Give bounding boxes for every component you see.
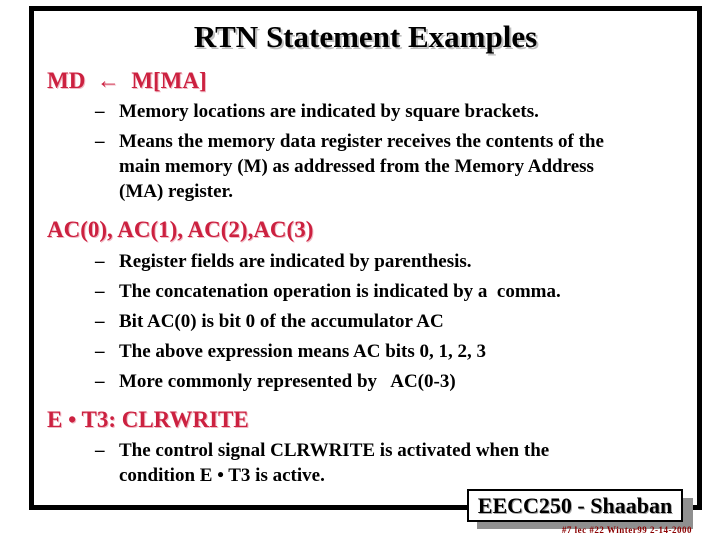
bullet-dash: – [95, 439, 105, 461]
slide-frame: RTN Statement Examples MD ← M[MA] – Memo… [29, 6, 702, 510]
section-ac: AC(0), AC(1), AC(2),AC(3) – Register fie… [34, 217, 697, 393]
bullet-text: The control signal CLRWRITE is activated… [119, 439, 550, 486]
bullet-item: – Memory locations are indicated by squa… [95, 99, 689, 124]
bullet-list: – Register fields are indicated by paren… [34, 249, 697, 394]
bullet-item: – Register fields are indicated by paren… [95, 249, 689, 274]
section-heading-md: MD ← M[MA] [47, 68, 207, 93]
bullet-text: Bit AC(0) is bit 0 of the accumulator AC [119, 310, 444, 332]
bullet-item: – The concatenation operation is indicat… [95, 279, 689, 304]
bullet-dash: – [95, 370, 105, 392]
bullet-dash: – [95, 280, 105, 302]
slide-info-text: #7 lec #22 Winter99 2-14-2000 [561, 525, 692, 535]
slide-title: RTN Statement Examples [193, 19, 538, 54]
bullet-dash: – [95, 101, 105, 123]
bullet-text: The concatenation operation is indicated… [119, 280, 561, 302]
bullet-text: The above expression means AC bits 0, 1,… [119, 340, 487, 362]
bullet-item: – The control signal CLRWRITE is activat… [95, 438, 689, 488]
section-et3: E • T3: CLRWRITE – The control signal CL… [34, 407, 697, 488]
bullet-text: Memory locations are indicated by square… [119, 101, 539, 123]
section-heading-et3: E • T3: CLRWRITE [47, 406, 249, 432]
bullet-item: – More commonly represented by AC(0-3) [95, 369, 689, 394]
course-box: EECC250 - Shaaban [467, 489, 683, 522]
section-heading-ac: AC(0), AC(1), AC(2),AC(3) [47, 217, 314, 243]
bullet-item: – Bit AC(0) is bit 0 of the accumulator … [95, 309, 689, 334]
bullet-item: – The above expression means AC bits 0, … [95, 339, 689, 364]
bullet-text: Register fields are indicated by parenth… [119, 250, 472, 272]
bullet-text: Means the memory data register receives … [119, 131, 604, 203]
bullet-dash: – [95, 250, 105, 272]
bullet-text: More commonly represented by AC(0-3) [119, 370, 456, 392]
bullet-dash: – [95, 310, 105, 332]
bullet-item: – Means the memory data register receive… [95, 129, 689, 204]
bullet-list: – Memory locations are indicated by squa… [34, 99, 697, 204]
bullet-dash: – [95, 340, 105, 362]
bullet-dash: – [95, 131, 105, 153]
section-md: MD ← M[MA] – Memory locations are indica… [34, 68, 697, 204]
bullet-list: – The control signal CLRWRITE is activat… [34, 438, 697, 488]
